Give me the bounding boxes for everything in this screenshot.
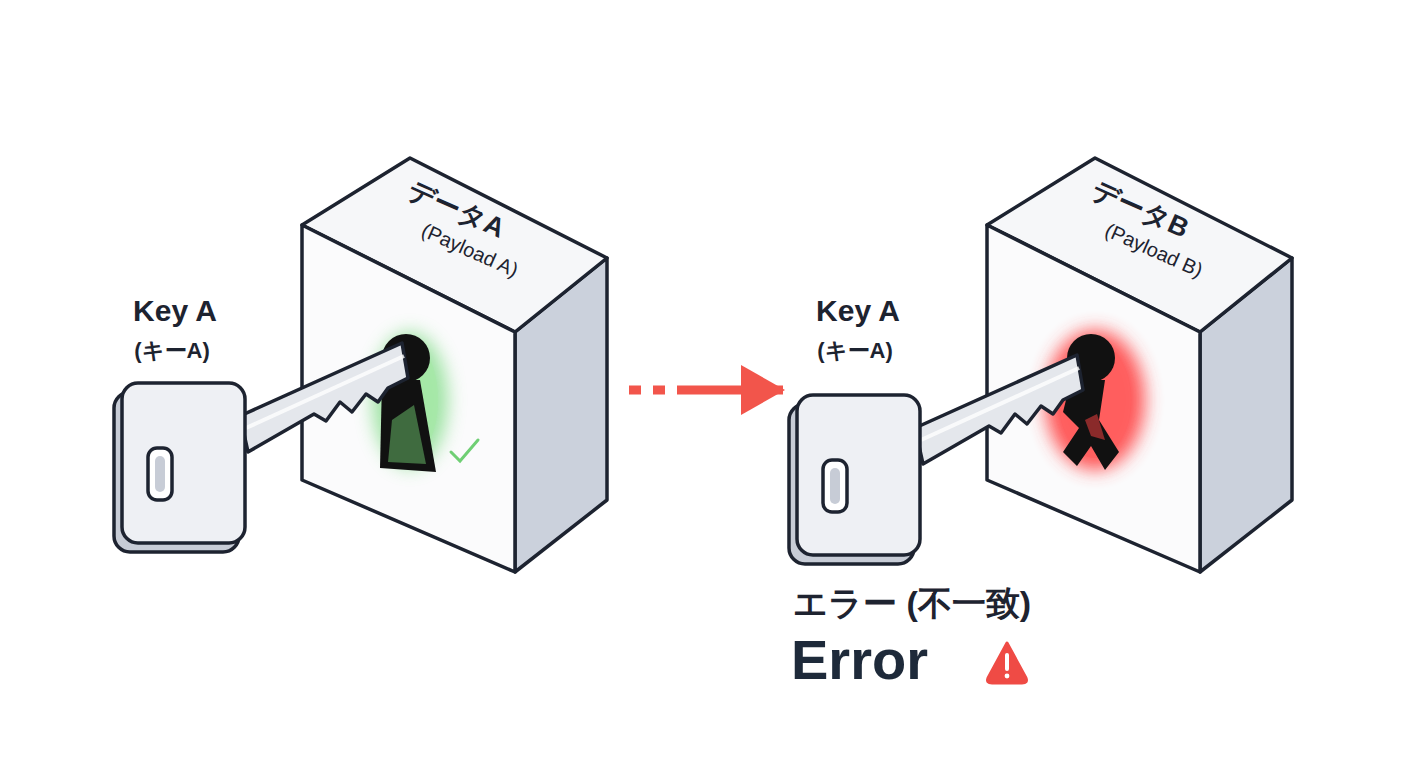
data-box: データA(Payload A) [295,150,615,580]
key-illustration [783,285,1125,570]
node-subtitle: (キーA) [134,339,210,363]
key-node: Key A (キーA) [108,285,440,565]
key-head [797,395,920,555]
flow-arrow [629,386,783,395]
broken-keyhole [1063,380,1119,470]
error-heading: Error [791,629,928,691]
keyhole [382,334,430,382]
key-slot [823,460,847,512]
crack [1085,414,1105,440]
keyhole-inner [388,405,426,464]
keyhole [1067,334,1115,382]
key-slot-inner [830,468,840,504]
warning-icon [988,643,1027,683]
key-node: Key A (キーA) [783,285,1125,570]
data-box: データB(Payload B) [980,150,1300,580]
error-caption: エラー (不一致) [793,585,1031,622]
check-mark [451,440,478,461]
key-illustration [108,285,440,565]
key-head [122,383,245,543]
error-glow [1045,330,1145,470]
key-slot [148,448,172,500]
cube-front [302,225,515,572]
warning-triangle [988,643,1027,683]
node-title: Key A [816,294,900,327]
key-slot-inner [155,456,165,492]
node-title: Key A [133,294,217,327]
warning-bar [1005,655,1009,669]
cube-front [987,225,1200,572]
warning-dot [1005,674,1010,679]
node-subtitle: (キーA) [817,339,893,363]
keyhole-slot [380,380,436,472]
